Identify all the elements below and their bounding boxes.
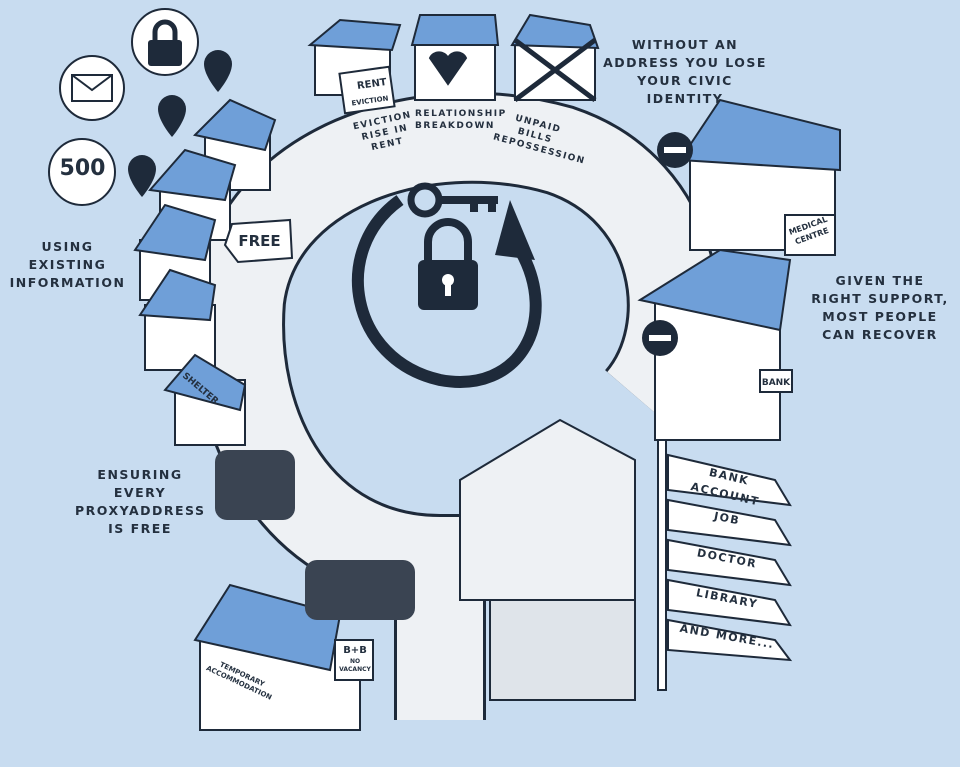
caption-civic-identity: WITHOUT AN ADDRESS YOU LOSE YOUR CIVIC I…	[603, 37, 767, 106]
key-icon	[407, 182, 498, 218]
lock-badge-icon	[131, 8, 199, 76]
houses-top	[307, 13, 600, 115]
medical-centre-building	[678, 98, 841, 256]
signpost	[657, 439, 793, 691]
caption-existing-info: USING EXISTING INFORMATION	[9, 239, 126, 290]
free-tag-label: FREE	[238, 232, 281, 250]
cause-relationship: RELATIONSHIP BREAKDOWN	[415, 109, 507, 131]
free-tag	[223, 218, 294, 264]
sign-bank: BANK	[761, 378, 791, 388]
location-pin-icon	[128, 50, 232, 197]
sign-bnb: B+B	[343, 645, 367, 656]
houses-left	[133, 98, 277, 446]
caption-recover: GIVEN THE RIGHT SUPPORT, MOST PEOPLE CAN…	[811, 273, 949, 342]
number-500: 500	[59, 156, 106, 181]
sofa	[305, 560, 415, 620]
temporary-accommodation-building	[193, 583, 374, 731]
bank-building	[637, 248, 793, 441]
caption-free: ENSURING EVERY PROXYADDRESS IS FREE	[75, 467, 206, 536]
cycle-arrow	[351, 195, 542, 388]
padlock-icon	[418, 218, 478, 310]
number-badge	[48, 138, 116, 206]
sofa	[215, 450, 295, 520]
envelope-icon	[59, 55, 125, 121]
sign-no-vacancy: NO VACANCY	[339, 658, 371, 673]
